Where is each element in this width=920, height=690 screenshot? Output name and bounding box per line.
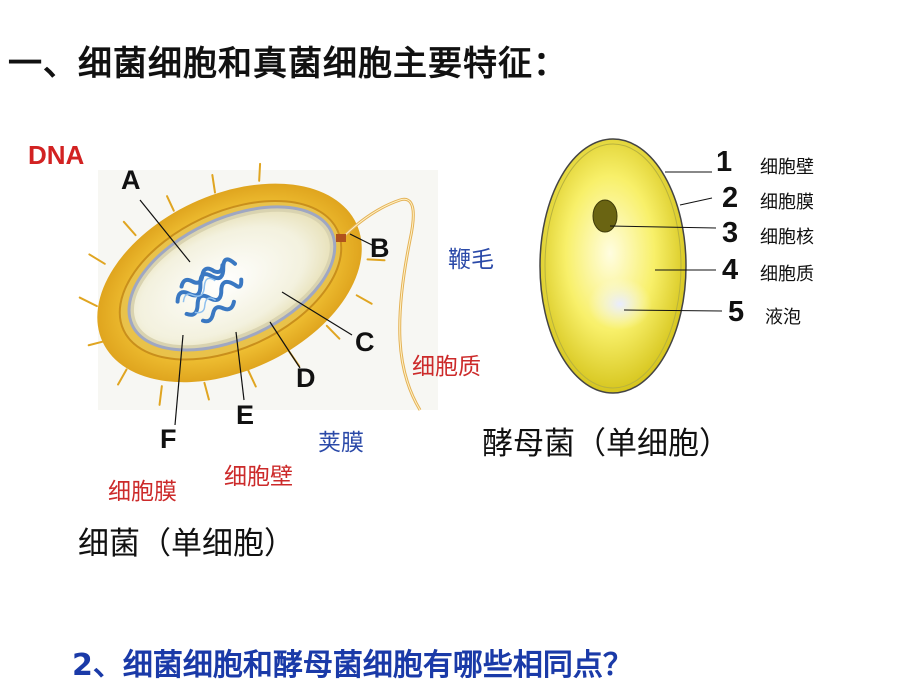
yeast-label-1: 细胞壁	[760, 157, 814, 178]
dna-highlights	[182, 277, 217, 314]
dna-label: DNA	[28, 140, 85, 170]
dna-coil	[175, 257, 244, 324]
flagellum-base	[336, 234, 346, 242]
capsule-label: 荚膜	[318, 430, 364, 456]
bacterium-pili	[78, 162, 386, 406]
yeast-leader-lines	[609, 171, 723, 312]
flagellum-label: 鞭毛	[448, 247, 494, 273]
yeast-num-5: 5	[728, 296, 745, 328]
cell-membrane-label: 细胞膜	[108, 479, 177, 505]
yeast-label-4: 细胞质	[760, 264, 814, 285]
yeast-membrane	[544, 143, 682, 389]
yeast-caption: 酵母菌（单细胞）	[482, 426, 730, 462]
bacterium-illustration	[78, 162, 386, 406]
flagellum-highlight	[339, 198, 421, 411]
question-text: 2、细菌细胞和酵母菌细胞有哪些相同点？	[72, 648, 633, 683]
cell-wall-label: 细胞壁	[224, 464, 293, 490]
label-d: D	[296, 363, 316, 393]
page-title: 一、细菌细胞和真菌细胞主要特征：	[8, 44, 568, 84]
bacterium-leader-lines	[139, 199, 379, 426]
yeast-num-3: 3	[722, 217, 739, 249]
label-c: C	[355, 327, 375, 357]
yeast-label-2: 细胞膜	[760, 192, 814, 213]
yeast-nucleus	[592, 199, 618, 233]
label-b: B	[370, 233, 390, 263]
label-e: E	[236, 400, 255, 430]
yeast-label-5: 液泡	[765, 307, 801, 328]
cytoplasm	[133, 211, 330, 346]
yeast-vacuole	[588, 278, 652, 330]
yeast-num-2: 2	[722, 182, 739, 214]
bacterium-caption: 细菌（单细胞）	[78, 526, 295, 562]
cytoplasm-label: 细胞质	[412, 354, 481, 380]
yeast-cell	[539, 138, 687, 394]
label-a: A	[121, 165, 141, 195]
label-f: F	[160, 424, 177, 454]
yeast-num-1: 1	[716, 146, 733, 178]
yeast-label-3: 细胞核	[760, 227, 814, 248]
yeast-num-4: 4	[722, 254, 739, 286]
